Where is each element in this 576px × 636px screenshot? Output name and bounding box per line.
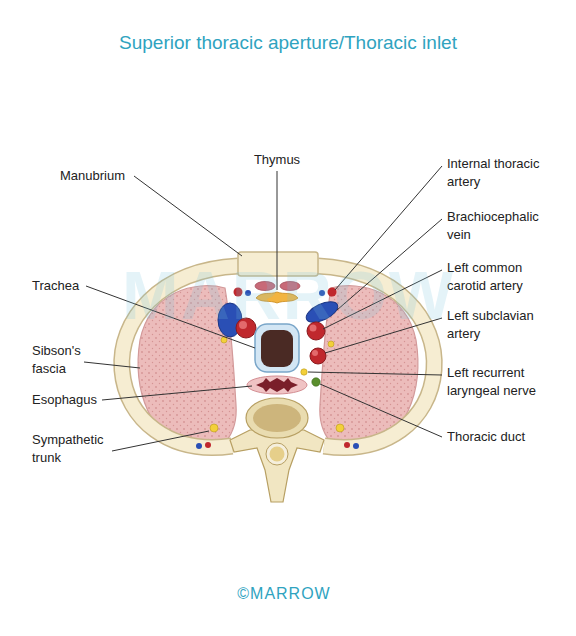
leader-line: [325, 318, 442, 353]
vertebral-canal: [266, 443, 288, 465]
part-label: Sympathetic trunk: [32, 431, 114, 466]
manubrium-bone: [238, 252, 318, 276]
spinal-cord: [270, 447, 285, 462]
part-label: Manubrium: [60, 167, 140, 185]
part-label: Trachea: [32, 277, 92, 295]
left-brachiocephalic-vein: [303, 298, 341, 327]
leader-line: [86, 286, 255, 348]
vessel-highlight: [312, 350, 318, 356]
thymus-lobe: [280, 282, 300, 291]
part-label: Brachiocephalic vein: [447, 208, 559, 243]
leader-line: [308, 372, 442, 375]
leader-line: [335, 166, 442, 290]
leader-line: [323, 270, 442, 329]
left-common-carotid-artery: [307, 322, 325, 340]
vertebral-body: [246, 398, 308, 438]
sympathetic-trunk-ganglion: [336, 424, 344, 432]
recurrent-laryngeal-nerve: [301, 369, 307, 375]
part-label: Thymus: [227, 151, 327, 169]
part-label: Left common carotid artery: [447, 259, 559, 294]
leader-line: [320, 384, 442, 437]
part-label: Left recurrent laryngeal nerve: [447, 364, 559, 399]
trachea-wall: [255, 324, 299, 372]
vessel-highlight: [239, 321, 247, 329]
part-label: Esophagus: [32, 391, 108, 409]
vertebral-arch: [230, 430, 324, 502]
vessel-highlight: [310, 325, 317, 332]
rib: [318, 266, 434, 447]
diagram-title: Superior thoracic aperture/Thoracic inle…: [0, 30, 576, 56]
brachiocephalic-trunk: [236, 318, 256, 338]
rib-outline: [318, 266, 434, 447]
watermark: MARROW: [122, 250, 482, 342]
part-label: Sibson's fascia: [32, 342, 96, 377]
internal-thoracic-vein: [319, 290, 325, 296]
intercostal-vein: [196, 443, 202, 449]
internal-thoracic-vein: [245, 290, 251, 296]
esophagus-wall: [247, 376, 307, 394]
rib: [122, 266, 238, 447]
leader-line: [112, 431, 209, 451]
intercostal-vein: [353, 443, 359, 449]
trachea-lumen: [261, 330, 293, 367]
intercostal-artery: [344, 442, 350, 448]
rib-outline: [122, 266, 238, 447]
leader-line: [277, 171, 278, 290]
sympathetic-trunk-ganglion: [210, 424, 218, 432]
leader-line: [134, 176, 242, 256]
vagus-nerve: [328, 341, 334, 347]
thymus-lobe: [255, 282, 275, 291]
esophagus-lumen: [256, 378, 298, 392]
part-label: Internal thoracic artery: [447, 155, 559, 190]
left-subclavian-artery: [310, 348, 326, 364]
internal-thoracic-artery: [234, 288, 243, 297]
internal-thoracic-artery: [328, 288, 337, 297]
part-label: Thoracic duct: [447, 428, 559, 446]
intercostal-artery: [205, 442, 211, 448]
leader-line: [84, 362, 140, 368]
copyright-mark: ©MARROW: [0, 583, 572, 605]
part-label: Left subclavian artery: [447, 307, 559, 342]
leader-line: [102, 386, 252, 400]
thymus-body: [256, 292, 298, 303]
vertebral-body-core: [253, 404, 301, 432]
thoracic-duct-vessel: [312, 378, 320, 386]
